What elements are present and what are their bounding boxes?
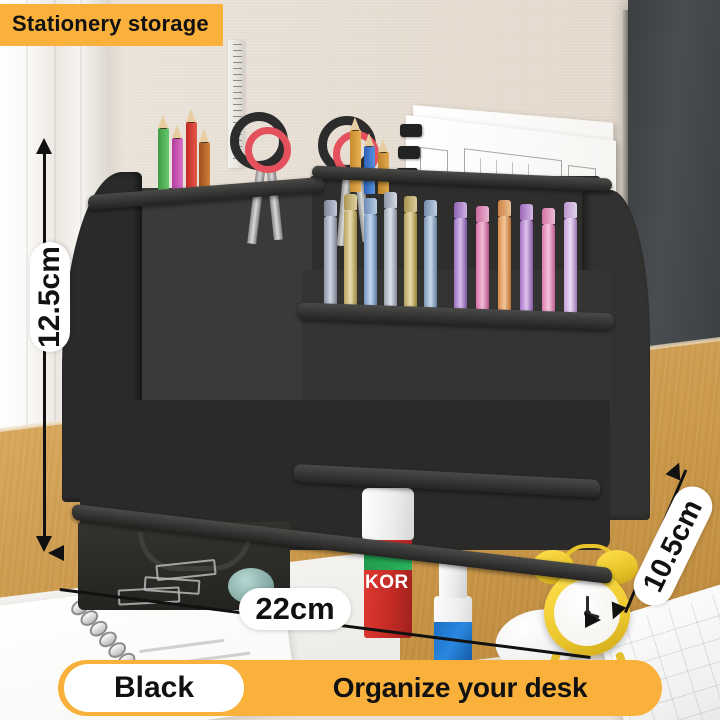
gel-pen xyxy=(542,208,555,322)
top-badge-text: Stationery storage xyxy=(12,11,209,36)
height-arrow-head-top xyxy=(36,138,52,154)
width-arrow-head-left xyxy=(48,545,64,561)
gel-pen xyxy=(384,192,397,310)
gel-pen xyxy=(564,202,577,322)
gel-pen xyxy=(476,206,489,322)
gel-pen xyxy=(404,196,417,310)
gel-pen xyxy=(364,198,377,310)
color-variant-pill[interactable]: Black xyxy=(64,664,244,712)
gel-pen xyxy=(520,204,533,322)
colored-pencil xyxy=(199,129,210,194)
top-badge: Stationery storage xyxy=(0,4,223,46)
gel-pen xyxy=(324,200,337,312)
gel-pen xyxy=(424,200,437,310)
glue-stick: KOR xyxy=(362,488,414,638)
binder-clip xyxy=(398,146,420,159)
bottom-banner: Black Organize your desk xyxy=(58,660,662,716)
binder-clip xyxy=(400,124,422,137)
color-variant-text: Black xyxy=(113,671,195,704)
desk-organizer: KOR xyxy=(62,105,652,673)
tagline-text: Organize your desk xyxy=(332,672,588,703)
colored-pencil xyxy=(350,117,361,192)
colored-pencil xyxy=(172,125,183,194)
colored-pencil xyxy=(158,115,169,192)
glue-brand-label: KOR xyxy=(365,572,409,593)
gel-pen xyxy=(344,194,357,310)
correction-fluid xyxy=(434,556,472,668)
gel-pen xyxy=(498,200,511,322)
height-dimension-label: 12.5cm xyxy=(30,242,70,352)
gel-pen xyxy=(454,202,467,322)
width-arrow-head-right xyxy=(585,612,601,628)
ruler-ticks xyxy=(233,44,242,164)
tagline: Organize your desk xyxy=(258,660,662,716)
height-dimension-text: 12.5cm xyxy=(33,246,66,348)
colored-pencil xyxy=(186,109,197,194)
width-dimension-label: 22cm xyxy=(239,588,351,630)
width-dimension-text: 22cm xyxy=(255,591,335,626)
